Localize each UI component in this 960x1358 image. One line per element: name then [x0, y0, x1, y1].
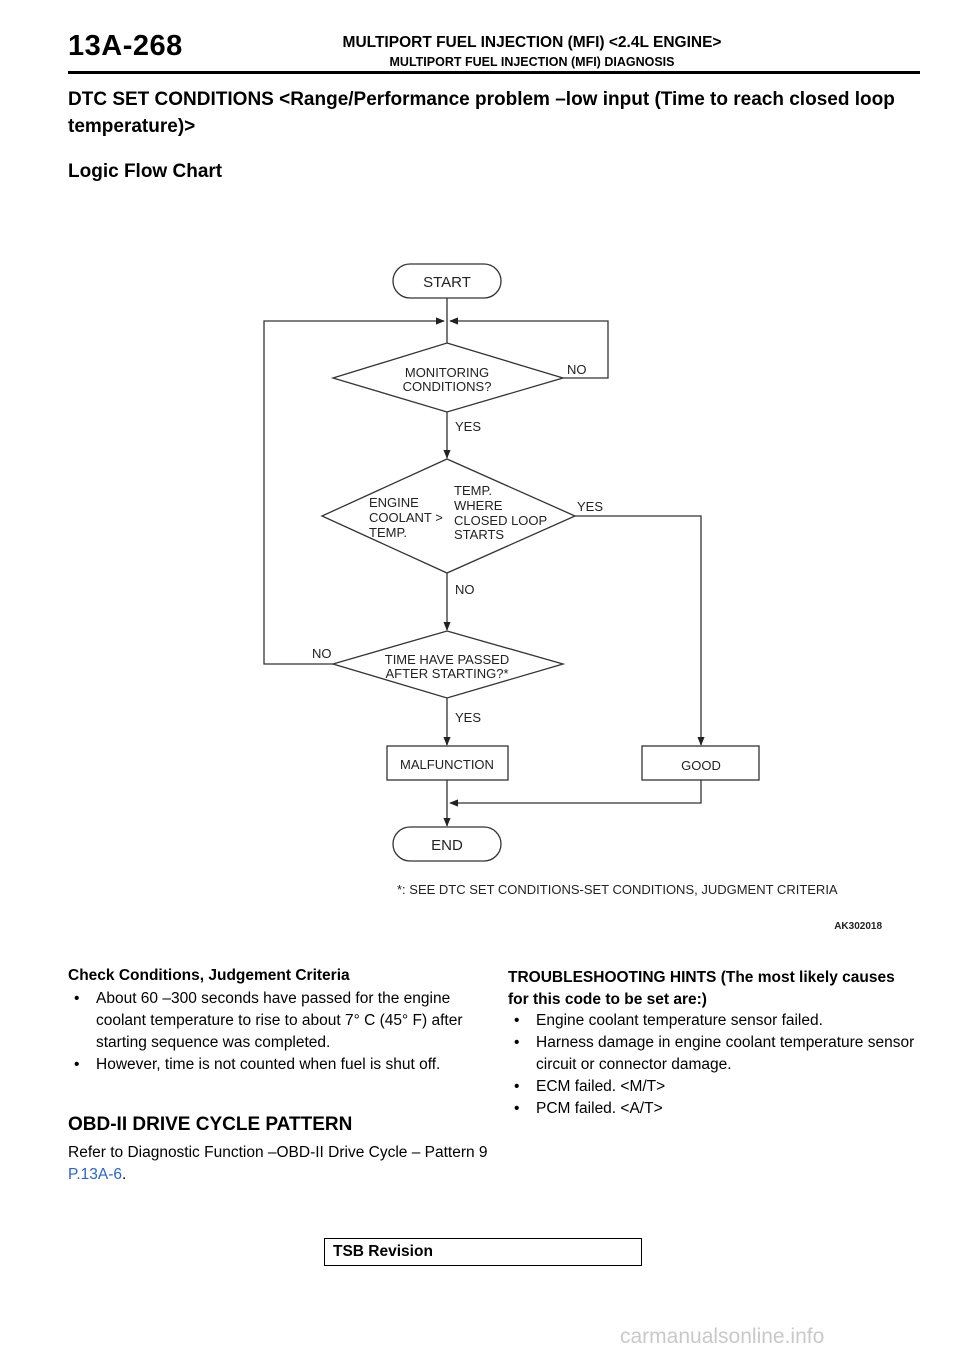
page-reference-link[interactable]: P.13A-6	[68, 1166, 123, 1183]
yes-label-2: YES	[577, 499, 603, 514]
where-label-4: STARTS	[454, 527, 504, 542]
monitoring-no-loop	[449, 317, 609, 379]
list-item: Harness damage in engine coolant tempera…	[508, 1032, 918, 1076]
no-label-1: NO	[567, 362, 587, 377]
check-conditions-list: About 60 –300 seconds have passed for th…	[68, 988, 488, 1076]
page-number: 13A-268	[68, 30, 183, 62]
header-rule	[68, 71, 920, 74]
yes-label-1: YES	[455, 419, 481, 434]
start-label: START	[423, 274, 471, 291]
watermark: carmanualsonline.info	[620, 1325, 825, 1348]
list-item: About 60 –300 seconds have passed for th…	[68, 988, 488, 1054]
time-label-2: AFTER STARTING?*	[385, 666, 508, 681]
time-label-1: TIME HAVE PASSED	[385, 652, 510, 667]
header-title: MULTIPORT FUEL INJECTION (MFI) <2.4L ENG…	[342, 34, 722, 51]
obd-text-tail: .	[122, 1166, 127, 1183]
yes-label-3: YES	[455, 710, 481, 725]
obd-text: Refer to Diagnostic Function –OBD-II Dri…	[68, 1142, 488, 1186]
troubleshooting-list: Engine coolant temperature sensor failed…	[508, 1010, 918, 1120]
engine-label-3: TEMP.	[369, 525, 407, 540]
malfunction-label: MALFUNCTION	[400, 757, 494, 772]
where-label-2: WHERE	[454, 498, 503, 513]
check-conditions-heading: Check Conditions, Judgement Criteria	[68, 967, 350, 984]
section-title: DTC SET CONDITIONS <Range/Performance pr…	[68, 89, 895, 137]
list-item: However, time is not counted when fuel i…	[68, 1054, 488, 1076]
list-item: PCM failed. <A/T>	[508, 1098, 918, 1120]
good-label: GOOD	[681, 758, 721, 773]
logic-flow-chart: START MONITORING CONDITIONS? NO YES ENGI…	[263, 263, 882, 932]
end-label: END	[431, 837, 463, 854]
header-subtitle: MULTIPORT FUEL INJECTION (MFI) DIAGNOSIS	[389, 55, 675, 69]
list-item: ECM failed. <M/T>	[508, 1076, 918, 1098]
monitoring-label-2: CONDITIONS?	[403, 379, 492, 394]
engine-label-1: ENGINE	[369, 495, 419, 510]
obd-heading: OBD-II DRIVE CYCLE PATTERN	[68, 1114, 353, 1135]
flowchart-footnote: *: SEE DTC SET CONDITIONS-SET CONDITIONS…	[397, 882, 838, 897]
figure-code: AK302018	[834, 921, 882, 932]
time-no-loop	[263, 317, 445, 665]
coolant-yes-line	[575, 515, 705, 746]
engine-label-2: COOLANT >	[369, 510, 443, 525]
no-label-3: NO	[312, 646, 332, 661]
no-label-2: NO	[455, 582, 475, 597]
chart-heading: Logic Flow Chart	[68, 161, 223, 182]
troubleshooting-heading: TROUBLESHOOTING HINTS (The most likely c…	[508, 969, 895, 1008]
where-label-1: TEMP.	[454, 483, 492, 498]
obd-text-body: Refer to Diagnostic Function –OBD-II Dri…	[68, 1144, 488, 1161]
monitoring-label-1: MONITORING	[405, 365, 489, 380]
where-label-3: CLOSED LOOP	[454, 513, 547, 528]
list-item: Engine coolant temperature sensor failed…	[508, 1010, 918, 1032]
tsb-revision-box	[324, 1238, 642, 1266]
good-to-end	[449, 780, 702, 807]
tsb-revision-label: TSB Revision	[333, 1243, 433, 1260]
end-terminal	[392, 826, 502, 862]
